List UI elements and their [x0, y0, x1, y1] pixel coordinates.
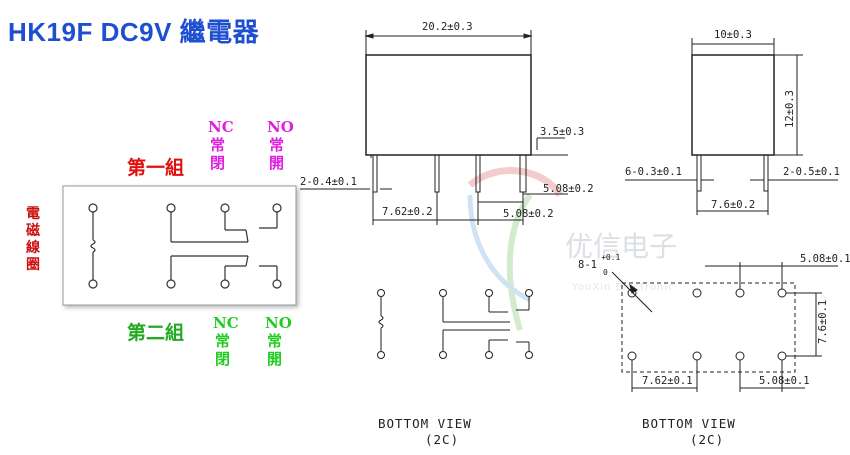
dim-pin-w2: 2-0.5±0.1	[783, 166, 840, 178]
side-pin	[697, 155, 701, 191]
dim-b-top: 5.08±0.1	[800, 253, 850, 265]
front-pin	[373, 155, 377, 192]
nc-char: 閉	[215, 350, 231, 368]
bottom-view-1	[378, 290, 533, 359]
coil-char: 磁	[26, 223, 40, 239]
dim-side-spacing: 7.6±0.2	[711, 199, 755, 211]
dim-spacing-1: 7.62±0.2	[382, 206, 433, 218]
front-pin	[476, 155, 480, 192]
no-char: 常	[267, 332, 283, 350]
schematic-box	[63, 186, 296, 305]
nc-text: NC	[213, 314, 239, 332]
no-top-label: NO 常 開	[267, 118, 294, 172]
dim-b-right: 5.08±0.1	[759, 375, 810, 387]
watermark-sub: YouXin Electronic	[571, 282, 675, 293]
nc-char: 常	[210, 136, 226, 154]
nc-char: 閉	[210, 154, 226, 172]
dim-pin-length: 3.5±0.3	[540, 126, 584, 138]
nc-char: 常	[215, 332, 231, 350]
side-pin	[764, 155, 768, 191]
no-text: NO	[265, 314, 292, 332]
nc-text: NC	[208, 118, 234, 136]
group1-label: 第一組	[127, 157, 185, 179]
no-char: 常	[269, 136, 285, 154]
coil-char: 電	[26, 206, 40, 222]
dim-hole: 8-1	[578, 259, 597, 271]
dim-height: 12±0.3	[784, 90, 796, 128]
front-view	[300, 30, 568, 225]
dim-depth: 10±0.3	[714, 29, 752, 41]
no-char: 開	[269, 154, 285, 172]
watermark-text: 优信电子	[565, 230, 677, 263]
side-view	[625, 38, 838, 215]
front-pin	[435, 155, 439, 192]
caption-view1: BOTTOM VIEW	[378, 416, 472, 431]
dim-spacing-3: 5.08±0.2	[503, 208, 554, 220]
no-text: NO	[267, 118, 294, 136]
dim-b-side: 7.6±0.1	[817, 300, 829, 344]
bottom-view-2	[612, 262, 838, 392]
dim-pin-d: 6-0.3±0.1	[625, 166, 682, 178]
nc-bottom-label: NC 常 閉	[213, 314, 239, 368]
coil-char: 圈	[26, 257, 40, 273]
coil-label: 電 磁 線 圈	[26, 206, 40, 274]
no-char: 開	[267, 350, 283, 368]
dim-pin-width: 2-0.4±0.1	[300, 176, 357, 188]
dim-b-left: 7.62±0.1	[642, 375, 693, 387]
page-title: HK19F DC9V 繼電器	[8, 17, 260, 47]
nc-top-label: NC 常 閉	[208, 118, 234, 172]
caption-view2-sub: (2C)	[690, 432, 724, 447]
caption-view2: BOTTOM VIEW	[642, 416, 736, 431]
coil-char: 線	[26, 240, 40, 256]
group2-label: 第二組	[127, 322, 185, 344]
dim-width: 20.2±0.3	[422, 21, 473, 33]
dim-spacing-2: 5.08±0.2	[543, 183, 594, 195]
dim-hole-tol-bottom: 0	[603, 268, 608, 277]
no-bottom-label: NO 常 開	[265, 314, 292, 368]
caption-view1-sub: (2C)	[425, 432, 459, 447]
dim-hole-tol-top: +0.1	[601, 253, 620, 262]
